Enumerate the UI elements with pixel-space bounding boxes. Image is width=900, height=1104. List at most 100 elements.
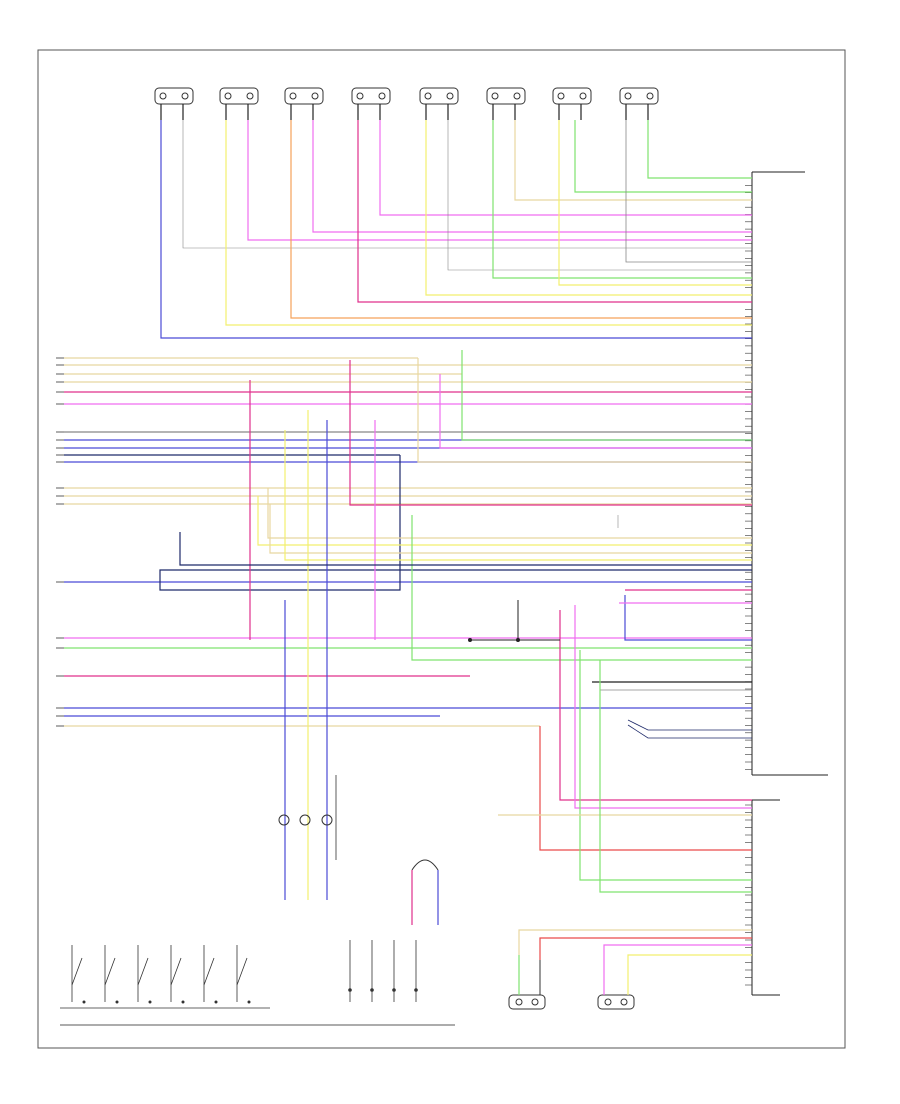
speaker-terminal (624, 92, 632, 100)
speaker-body (154, 87, 194, 105)
riser-tan (417, 358, 752, 463)
switch-node (148, 1000, 152, 1004)
wire-blue-low (624, 595, 752, 641)
riser-dark (159, 455, 752, 591)
speaker-terminal (491, 92, 499, 100)
speaker-terminal (646, 92, 654, 100)
switch-contact (137, 957, 149, 986)
switch-contact (104, 957, 116, 986)
riser-yellow (257, 496, 752, 546)
wire-gray-2 (447, 120, 752, 271)
top-speaker-1 (154, 87, 194, 120)
switch-contact (236, 957, 248, 986)
switch-node-right (414, 988, 418, 992)
wire-yellow (225, 120, 752, 326)
bottom-speaker-right (597, 962, 635, 1010)
switch-node (181, 1000, 185, 1004)
switch-node (82, 1000, 86, 1004)
wire-yellow-bottom (627, 954, 752, 965)
switch-node (115, 1000, 119, 1004)
speaker-terminal (224, 92, 232, 100)
wire-yellow-2 (425, 120, 752, 296)
switch-node-right (370, 988, 374, 992)
speaker-body (552, 87, 592, 105)
bottom-speaker-left (508, 955, 546, 1010)
top-speaker-8 (619, 87, 659, 120)
wire-yellow-3 (558, 120, 752, 286)
switch-node-right (392, 988, 396, 992)
wire-pink-2 (312, 120, 752, 233)
speaker-terminal (246, 92, 254, 100)
top-speaker-5 (419, 87, 459, 120)
wire-green-3 (647, 120, 752, 179)
wire-tan (514, 120, 752, 201)
mid-switch-cluster (278, 775, 337, 860)
wire-dark-low (627, 719, 752, 731)
connector-pins (745, 177, 752, 770)
speaker-body (219, 87, 259, 105)
speaker-terminal (378, 92, 386, 100)
top-speaker-3 (284, 87, 324, 120)
speaker-body (419, 87, 459, 105)
speaker-terminal (579, 92, 587, 100)
wire-orange (290, 120, 752, 319)
left-connector-pins (56, 357, 64, 727)
riser-green-2 (411, 515, 752, 661)
speaker-terminal (159, 92, 167, 100)
speaker-body (351, 87, 391, 105)
top-speaker-4 (351, 87, 391, 120)
wire-gray-3 (625, 120, 752, 263)
lower-connector-block (745, 799, 780, 996)
main-connector-block (745, 171, 828, 776)
switch-contact (71, 957, 83, 986)
horn-connector (411, 859, 439, 925)
center-junction (468, 600, 560, 642)
speaker-terminal (289, 92, 297, 100)
steering-switch-group (60, 940, 418, 1009)
wire-tan-bottom (518, 929, 752, 955)
riser-tan-2 (267, 488, 752, 539)
top-speaker-7 (552, 87, 592, 120)
wire-magenta-low (559, 610, 752, 801)
riser-yellow-2 (284, 430, 752, 561)
riser-tan-3 (269, 504, 752, 554)
riser-dark-2 (179, 532, 752, 566)
wire-pink (247, 120, 752, 241)
speaker-terminal (446, 92, 454, 100)
riser-green (461, 350, 752, 441)
speaker-terminal (181, 92, 189, 100)
top-speaker-2 (219, 87, 259, 120)
lower-connector-pins (745, 804, 752, 986)
speaker-body (619, 87, 659, 105)
speaker-body (486, 87, 526, 105)
top-speaker-6 (486, 87, 526, 120)
wire-magenta (357, 120, 752, 303)
speaker-terminal (513, 92, 521, 100)
speaker-terminal (356, 92, 364, 100)
bottom-speakers-group (508, 955, 635, 1010)
top-speakers-group (154, 87, 659, 120)
switch-contact (170, 957, 182, 986)
speaker-terminal (424, 92, 432, 100)
switch-contact (203, 957, 215, 986)
wire-green-low (579, 650, 752, 881)
wire-pink-bottom (603, 944, 752, 962)
wires-group (64, 120, 752, 965)
riser-magenta (349, 360, 752, 506)
speaker-body (284, 87, 324, 105)
diagram-frame (37, 49, 846, 1049)
wire-green-2 (574, 120, 752, 193)
switch-node (214, 1000, 218, 1004)
speaker-terminal (311, 92, 319, 100)
riser-pink (439, 374, 752, 449)
speaker-terminal (557, 92, 565, 100)
wire-pink-3 (379, 120, 752, 216)
wire-red (539, 726, 752, 851)
wire-blue-lf (160, 120, 752, 339)
switch-node (247, 1000, 251, 1004)
switch-node-right (348, 988, 352, 992)
wire-dark-low-2 (627, 724, 752, 739)
wire-red-bottom (539, 937, 752, 960)
